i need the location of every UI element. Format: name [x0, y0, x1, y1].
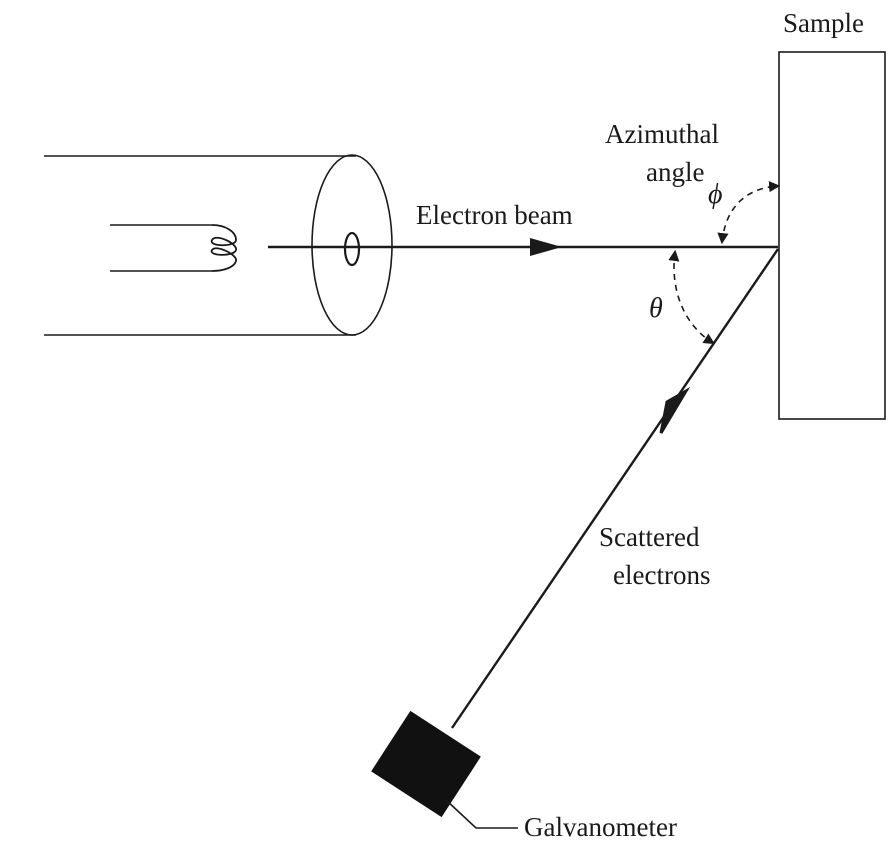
electron-gun [44, 154, 393, 336]
gun-aperture [343, 231, 361, 267]
scattered-beam [451, 248, 779, 729]
azimuthal-label-line2: angle [646, 157, 704, 187]
scattered-label-line2: electrons [613, 560, 710, 590]
azimuthal-label-line1: Azimuthal [605, 119, 719, 149]
sample-label: Sample [783, 8, 864, 38]
incident-beam [268, 238, 778, 256]
incident-beam-arrow-icon [530, 238, 562, 256]
scattered-beam-arrow-icon [659, 386, 691, 434]
theta-symbol: θ [649, 293, 663, 324]
scattered-beam-line [451, 248, 779, 729]
galvanometer-lead [445, 799, 518, 829]
theta-angle-arc [668, 249, 715, 345]
phi-symbol: ϕ [708, 179, 723, 210]
sample-block [778, 51, 886, 420]
galvanometer [371, 710, 518, 829]
galvanometer-label: Galvanometer [524, 812, 677, 842]
gun-end-disk [311, 154, 393, 336]
galvanometer-body [371, 710, 481, 818]
filament-coil [210, 224, 237, 272]
phi-angle-arc [717, 181, 781, 245]
scattered-label-line1: Scattered [599, 522, 700, 552]
electron-beam-label: Electron beam [416, 200, 573, 230]
